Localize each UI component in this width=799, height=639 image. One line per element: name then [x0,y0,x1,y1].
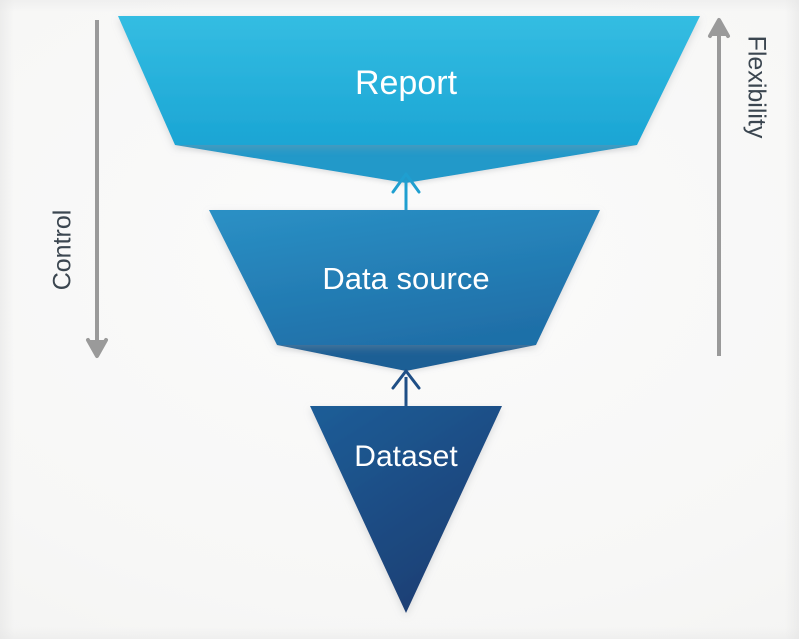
connector-arrowhead-upper [391,172,421,194]
report-lip-shape [175,145,637,183]
control-axis-arrowhead-down-icon [86,338,108,358]
report-label: Report [355,64,458,102]
connector-arrowhead-lower [391,369,421,390]
axis-flexibility: Flexibility [708,18,770,356]
connector-dataset-to-data-source [391,369,421,407]
flexibility-axis-arrowhead-up-icon [708,18,730,38]
funnel-stage-data-source[interactable]: Data source [209,210,600,371]
axis-control: Control [49,20,108,358]
report-body-shape [118,16,700,145]
flexibility-axis-label: Flexibility [742,36,770,139]
dataset-body-shape [310,406,502,613]
data-source-label: Data source [322,261,489,296]
data-source-lip-shape [277,345,536,371]
control-axis-label: Control [49,210,77,291]
dataset-label: Dataset [354,440,458,473]
funnel-stage-dataset[interactable]: Dataset [310,406,502,613]
funnel-stage-report[interactable]: Report [118,16,700,183]
connector-data-source-to-report [391,172,421,212]
data-source-body-shape [209,210,600,345]
